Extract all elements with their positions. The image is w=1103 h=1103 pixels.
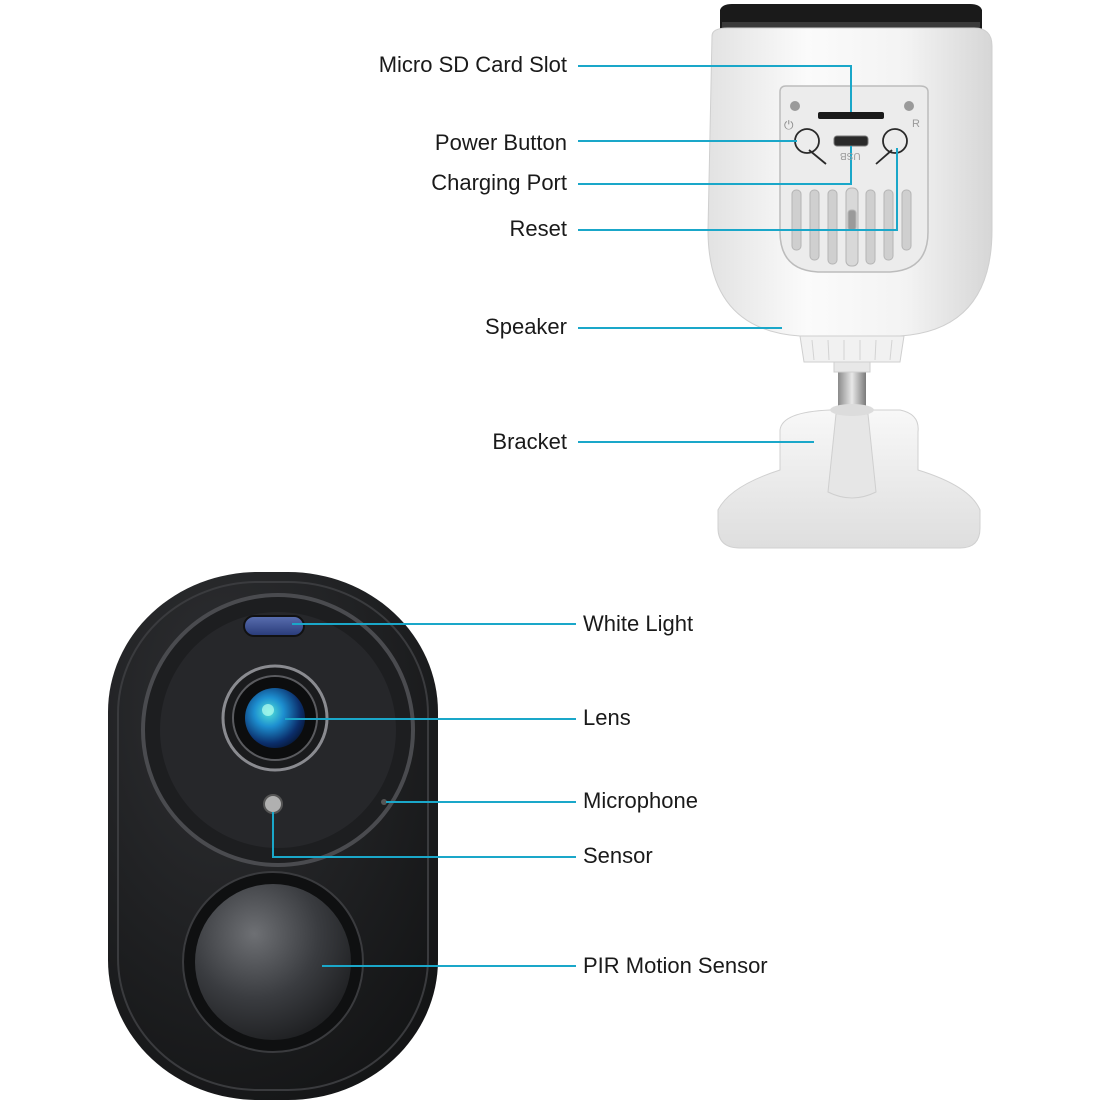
callout-microphone: Microphone xyxy=(583,788,698,813)
usb-port xyxy=(833,135,869,147)
mic-hole xyxy=(381,799,387,805)
callout-pir-motion-sensor: PIR Motion Sensor xyxy=(583,953,768,978)
reset-mark: R xyxy=(912,118,920,130)
mount-collar xyxy=(799,335,905,363)
callout-lens: Lens xyxy=(583,705,631,730)
panel-screws xyxy=(790,101,914,111)
leader-micro-sd xyxy=(578,65,852,112)
pir-dome xyxy=(195,884,351,1040)
leader-lines xyxy=(272,65,898,967)
callout-micro-sd-card-slot: Micro SD Card Slot xyxy=(378,52,567,77)
speaker-grille xyxy=(791,187,912,267)
leader-reset xyxy=(578,148,898,231)
callout-reset: Reset xyxy=(509,216,567,241)
power-symbol-icon: ⏻ xyxy=(784,118,794,132)
callout-charging-port: Charging Port xyxy=(431,170,567,195)
callout-sensor: Sensor xyxy=(583,843,653,868)
white-light-led xyxy=(243,615,305,637)
usb-mark: USB xyxy=(840,150,861,161)
sd-slot xyxy=(818,112,884,119)
reset-button-graphic xyxy=(875,128,908,165)
light-sensor xyxy=(263,794,283,814)
leader-sensor xyxy=(272,812,576,858)
callout-speaker: Speaker xyxy=(485,314,567,339)
callout-bracket: Bracket xyxy=(492,429,567,454)
callout-white-light: White Light xyxy=(583,611,694,636)
callout-power-button: Power Button xyxy=(434,130,567,155)
leader-charging xyxy=(578,146,852,185)
